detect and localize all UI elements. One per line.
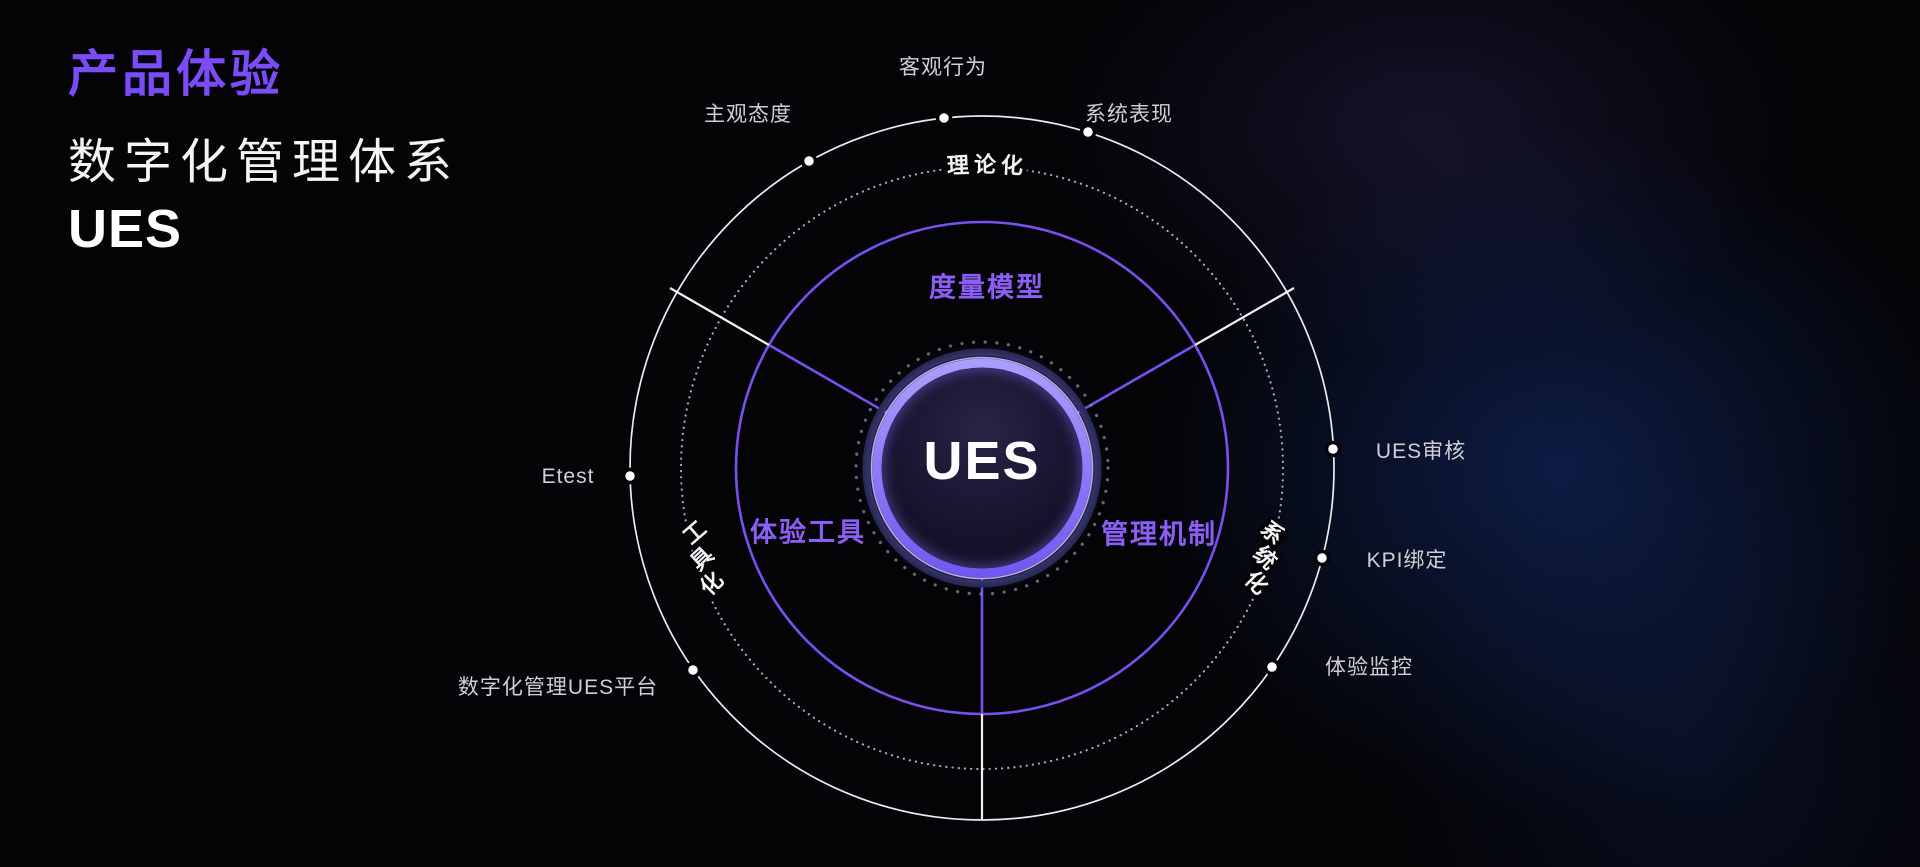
- center-halo-ring: [862, 348, 1102, 588]
- page-title-ues: UES: [68, 199, 183, 259]
- sector-label-experience-tools: 体验工具: [750, 517, 866, 548]
- dot-etest: [621, 467, 639, 485]
- label-subjective-attitude: 主观态度: [704, 103, 792, 126]
- purple-divider-top-left: [768, 343, 888, 415]
- label-system-performance: 系统表现: [1085, 103, 1173, 126]
- label-etest: Etest: [541, 465, 595, 488]
- page-title-accent: 产品体验: [68, 46, 284, 102]
- purple-divider-top-right: [1076, 343, 1196, 415]
- sector-label-management-mechanism: 管理机制: [1101, 519, 1217, 550]
- label-objective-behavior: 客观行为: [899, 56, 987, 79]
- dot-subjective-attitude: [800, 152, 818, 170]
- sector-label-measurement-model: 度量模型: [929, 272, 1045, 303]
- center-dotted-ring: [854, 340, 1110, 596]
- center-ues-label: UES: [923, 431, 1041, 491]
- dotted-circle: [679, 165, 1285, 771]
- white-divider-top-left: [669, 287, 770, 346]
- dot-experience-monitor: [1263, 658, 1281, 676]
- dot-ues-audit: [1324, 440, 1342, 458]
- label-ues-audit: UES审核: [1375, 440, 1467, 463]
- dot-digital-platform: [684, 661, 702, 679]
- page-title-main: 数字化管理体系: [68, 136, 461, 189]
- ring-char: 化: [996, 153, 1028, 180]
- center-purple-ring: [872, 358, 1092, 578]
- label-experience-monitor: 体验监控: [1325, 656, 1413, 679]
- center-core: [882, 368, 1082, 568]
- dot-objective-behavior: [935, 109, 953, 127]
- dot-kpi-binding: [1313, 549, 1331, 567]
- dot-system-performance: [1079, 123, 1097, 141]
- center-ring-edge: [870, 356, 1094, 580]
- label-kpi-binding: KPI绑定: [1366, 549, 1448, 572]
- label-digital-platform: 数字化管理UES平台: [457, 676, 659, 699]
- white-divider-top-right: [1194, 287, 1295, 346]
